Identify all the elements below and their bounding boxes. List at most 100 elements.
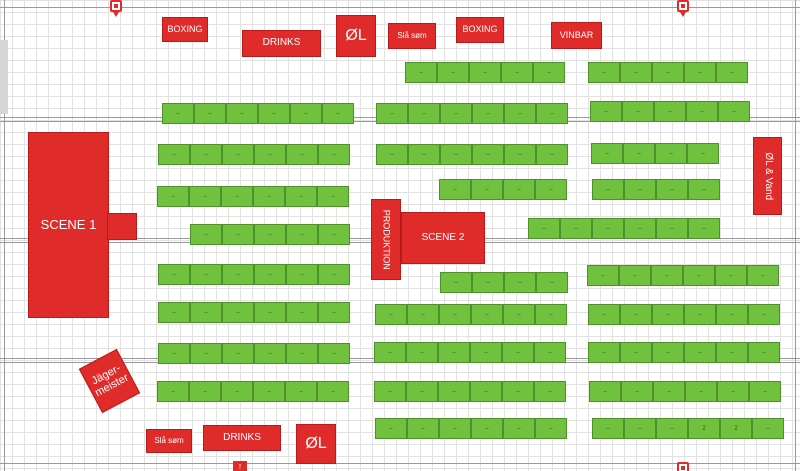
table[interactable]: –	[688, 218, 720, 239]
table[interactable]: –	[687, 143, 719, 164]
table[interactable]: –	[503, 418, 535, 439]
table[interactable]: –	[258, 103, 290, 124]
table[interactable]: –	[684, 62, 716, 83]
table[interactable]: –	[622, 101, 654, 122]
booth-sla-som[interactable]: Slå søm	[388, 23, 436, 49]
table[interactable]: –	[503, 179, 535, 200]
table[interactable]: –	[652, 342, 684, 363]
table[interactable]: –	[717, 381, 749, 402]
table[interactable]: –	[374, 381, 406, 402]
table[interactable]: –	[536, 144, 568, 165]
table[interactable]: –	[157, 381, 189, 402]
table[interactable]: –	[504, 144, 536, 165]
table[interactable]: –	[472, 144, 504, 165]
booth-sla-som[interactable]: Slå søm	[146, 429, 192, 453]
table[interactable]: –	[222, 224, 254, 245]
table[interactable]: –	[533, 62, 565, 83]
table[interactable]: –	[438, 342, 470, 363]
table[interactable]: –	[285, 381, 317, 402]
table[interactable]: –	[589, 381, 621, 402]
bar-drinks[interactable]: DRINKS	[242, 30, 321, 57]
table[interactable]: –	[318, 264, 350, 285]
table[interactable]: –	[588, 342, 620, 363]
table[interactable]: –	[254, 264, 286, 285]
table[interactable]: –	[408, 103, 440, 124]
table[interactable]: –	[286, 224, 318, 245]
table[interactable]: 2	[720, 418, 752, 439]
table[interactable]: –	[253, 186, 285, 207]
stage-scene-1[interactable]: SCENE 1	[28, 132, 109, 318]
table[interactable]: –	[285, 186, 317, 207]
table[interactable]: –	[471, 418, 503, 439]
table[interactable]: –	[747, 265, 779, 286]
table[interactable]: –	[748, 342, 780, 363]
table[interactable]: –	[684, 342, 716, 363]
table[interactable]: –	[472, 103, 504, 124]
table[interactable]: –	[439, 304, 471, 325]
table[interactable]: –	[254, 224, 286, 245]
table[interactable]: –	[684, 304, 716, 325]
table[interactable]: –	[374, 342, 406, 363]
table[interactable]: –	[653, 381, 685, 402]
stage-scene-2[interactable]: SCENE 2	[401, 212, 485, 264]
table[interactable]: –	[376, 103, 408, 124]
table[interactable]: –	[221, 381, 253, 402]
table[interactable]: –	[716, 62, 748, 83]
table[interactable]: –	[748, 304, 780, 325]
table[interactable]: –	[439, 179, 471, 200]
table[interactable]: –	[621, 381, 653, 402]
table[interactable]: –	[158, 302, 190, 323]
table[interactable]: –	[587, 265, 619, 286]
table[interactable]: –	[376, 144, 408, 165]
table[interactable]: –	[290, 103, 322, 124]
table[interactable]: –	[317, 381, 349, 402]
table[interactable]: –	[501, 62, 533, 83]
table[interactable]: –	[718, 101, 750, 122]
table[interactable]: –	[534, 342, 566, 363]
table[interactable]: –	[189, 186, 221, 207]
bar-drinks[interactable]: DRINKS	[203, 425, 281, 451]
table[interactable]: –	[189, 381, 221, 402]
bar-ol[interactable]: ØL	[296, 424, 336, 464]
table[interactable]: –	[406, 342, 438, 363]
table[interactable]: –	[222, 264, 254, 285]
table[interactable]: –	[688, 179, 720, 200]
table[interactable]: –	[158, 343, 190, 364]
table[interactable]: –	[535, 418, 567, 439]
table[interactable]: –	[504, 103, 536, 124]
table[interactable]: –	[620, 62, 652, 83]
table[interactable]: –	[322, 103, 354, 124]
table[interactable]: –	[652, 304, 684, 325]
table[interactable]: –	[286, 144, 318, 165]
table[interactable]: –	[162, 103, 194, 124]
table[interactable]: –	[158, 144, 190, 165]
table[interactable]: –	[624, 218, 656, 239]
table[interactable]: –	[405, 62, 437, 83]
table[interactable]: –	[502, 381, 534, 402]
table[interactable]: –	[652, 62, 684, 83]
table[interactable]: –	[318, 224, 350, 245]
table[interactable]: –	[440, 272, 472, 293]
table[interactable]: –	[592, 218, 624, 239]
table[interactable]: –	[254, 302, 286, 323]
table[interactable]: –	[469, 62, 501, 83]
table[interactable]: –	[221, 186, 253, 207]
table[interactable]: –	[470, 342, 502, 363]
table[interactable]: –	[286, 302, 318, 323]
table[interactable]: –	[190, 144, 222, 165]
table[interactable]: –	[536, 103, 568, 124]
table[interactable]: –	[528, 218, 560, 239]
table[interactable]: –	[651, 265, 683, 286]
table[interactable]: –	[588, 62, 620, 83]
table[interactable]: –	[440, 103, 472, 124]
table[interactable]: –	[560, 218, 592, 239]
table[interactable]: –	[503, 304, 535, 325]
table[interactable]: –	[656, 179, 688, 200]
table[interactable]: –	[437, 62, 469, 83]
table[interactable]: –	[317, 186, 349, 207]
table[interactable]: –	[406, 381, 438, 402]
table[interactable]: –	[439, 418, 471, 439]
table[interactable]: –	[190, 343, 222, 364]
table[interactable]: –	[619, 265, 651, 286]
table[interactable]: –	[472, 272, 504, 293]
